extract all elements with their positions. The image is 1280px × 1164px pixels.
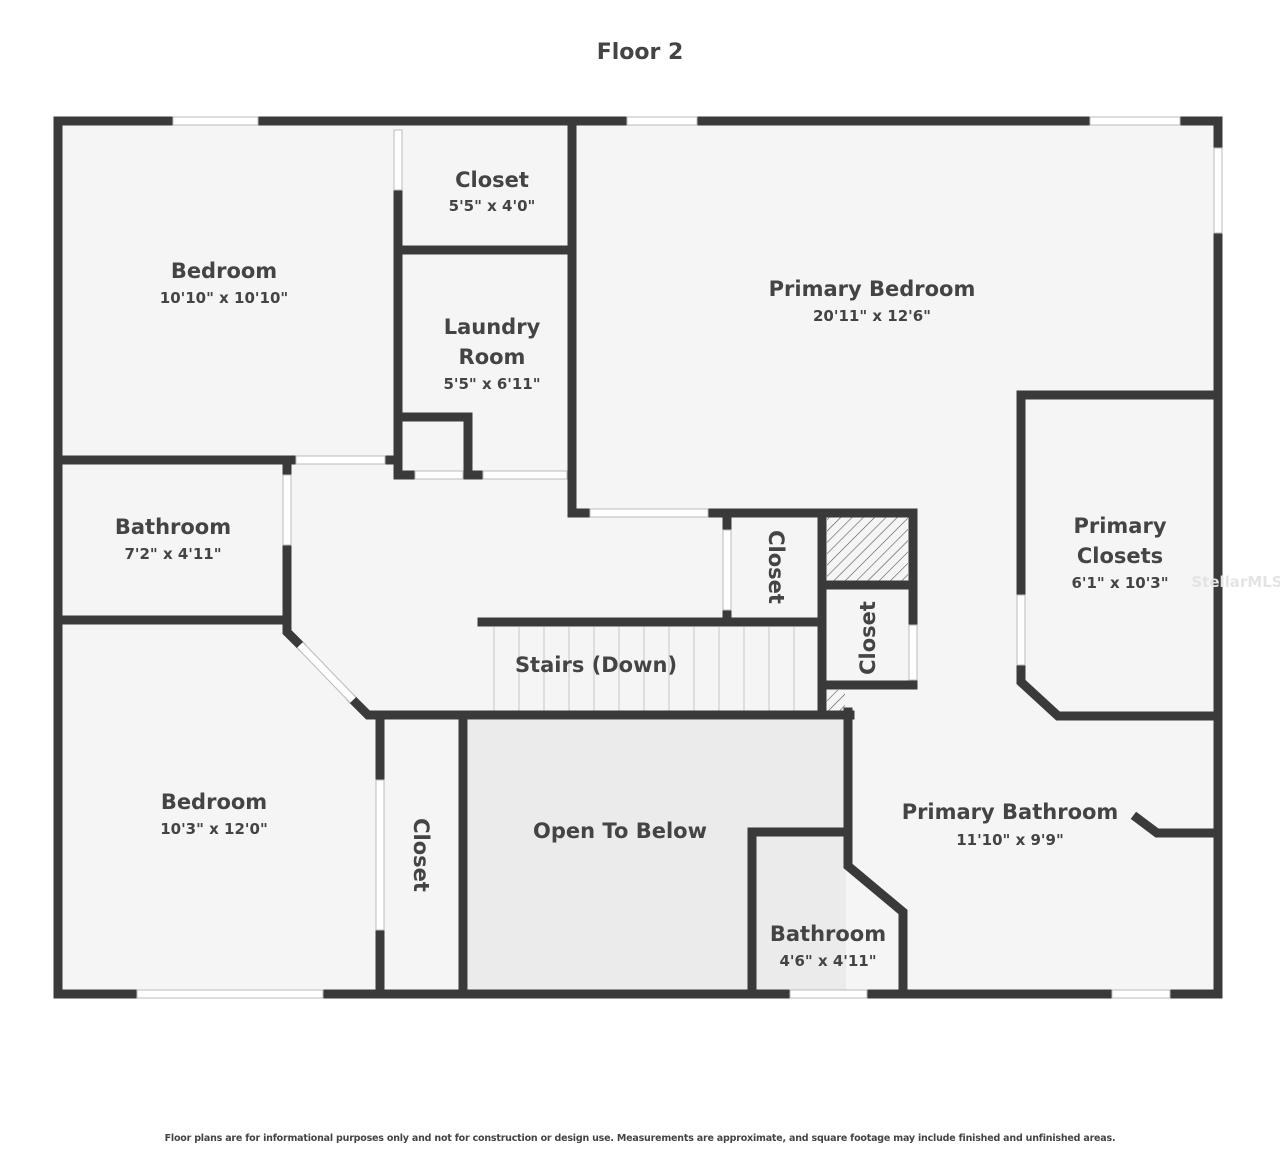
stairs-label: Stairs (Down) [515,653,677,677]
open-to-below-label: Open To Below [533,819,707,843]
room-closet-4-label: Closet [409,818,433,892]
room-labels: Bedroom 10'10" x 10'10" Closet 5'5" x 4'… [115,168,1169,970]
room-primary-bedroom-dims: 20'11" x 12'6" [813,307,931,325]
room-laundry-dims: 5'5" x 6'11" [443,375,540,393]
room-primary-closets-label-2: Closets [1077,544,1163,568]
open-to-below-area [468,720,846,990]
room-primary-bedroom-label: Primary Bedroom [769,277,976,301]
room-bathroom-2-label: Bathroom [770,922,886,946]
room-bedroom-2-dims: 10'3" x 12'0" [160,820,268,838]
room-primary-bathroom-dims: 11'10" x 9'9" [956,831,1064,849]
disclaimer: Floor plans are for informational purpos… [164,1133,1116,1144]
room-primary-bathroom-label: Primary Bathroom [902,800,1119,824]
floor-title: Floor 2 [596,40,684,65]
room-bathroom-1-label: Bathroom [115,515,231,539]
room-laundry-label-2: Room [459,345,526,369]
room-bedroom-1-dims: 10'10" x 10'10" [160,289,288,307]
windows-doors [136,116,1223,999]
room-closet-1-dims: 5'5" x 4'0" [449,197,536,215]
hatched-chase [827,517,908,581]
room-bedroom-2-label: Bedroom [161,790,267,814]
room-bathroom-2-dims: 4'6" x 4'11" [779,952,876,970]
room-bedroom-1-label: Bedroom [171,259,277,283]
walls [53,116,1223,999]
hatched-chase-small [827,690,845,712]
room-closet-3-label: Closet [856,601,880,675]
room-laundry-label: Laundry [444,315,541,339]
room-closet-1-label: Closet [455,168,529,192]
room-bathroom-1-dims: 7'2" x 4'11" [124,545,221,563]
room-primary-closets-dims: 6'1" x 10'3" [1071,574,1168,592]
watermark: StellarMLS [1191,573,1280,591]
room-closet-2-label: Closet [764,530,788,604]
room-primary-closets-label: Primary [1073,514,1166,538]
stairs [493,627,795,711]
